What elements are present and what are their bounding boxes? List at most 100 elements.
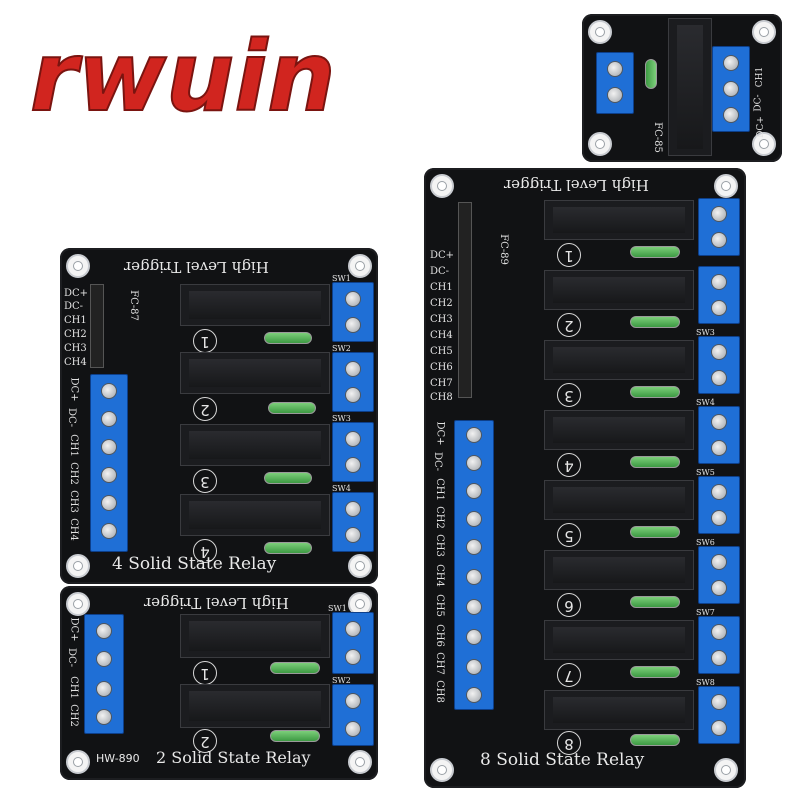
logo-text: rwuin	[30, 21, 336, 128]
terminal-label: CH6	[433, 624, 445, 647]
pin-header	[90, 284, 104, 368]
pin-label: DC+	[755, 116, 766, 138]
pin-label: CH2	[430, 298, 453, 309]
output-terminal-2	[332, 352, 374, 412]
fuse	[264, 542, 312, 554]
relay-2: 2	[180, 684, 330, 753]
output-terminal-7	[698, 616, 740, 674]
terminal-label: CH1	[67, 676, 79, 699]
switch-label: SW1	[332, 274, 351, 283]
one-channel-relay-board: FC-85 DC+ DC- CH1	[582, 14, 782, 162]
terminal-label: CH8	[433, 680, 445, 703]
fuse	[630, 316, 680, 328]
output-terminal-2	[332, 684, 374, 746]
input-terminal-block	[454, 420, 494, 710]
pin-label: CH8	[430, 392, 453, 403]
mount-hole	[752, 132, 776, 156]
terminal-label: DC-	[432, 451, 444, 472]
switch-label: SW2	[332, 676, 351, 685]
switch-label: SW3	[332, 414, 351, 423]
terminal-label: CH7	[433, 652, 445, 675]
pin-label: CH7	[430, 378, 453, 389]
terminal-label: DC+	[434, 421, 446, 446]
terminal-label: CH5	[433, 594, 445, 617]
fuse	[264, 472, 312, 484]
switch-label: SW4	[332, 484, 351, 493]
relay-1: 1	[180, 284, 330, 353]
four-channel-relay-board: High Level Trigger DC+ DC- CH1 CH2 CH3 C…	[60, 248, 378, 584]
output-terminal-8	[698, 686, 740, 744]
switch-label: SW1	[328, 604, 347, 613]
output-terminal-3	[698, 336, 740, 394]
relay-7: 7	[544, 620, 694, 687]
pin-header	[458, 202, 472, 398]
relay-1: 1	[544, 200, 694, 267]
output-terminal-5	[698, 476, 740, 534]
pin-label: DC-	[64, 301, 84, 312]
pin-label: CH5	[430, 346, 453, 357]
eight-channel-relay-board: High Level Trigger DC+ DC- CH1 CH2 CH3 C…	[424, 168, 746, 788]
model-label: FC-87	[127, 290, 139, 321]
pin-label: CH1	[430, 282, 453, 293]
model-label: FC-85	[651, 122, 663, 153]
switch-label: SW2	[332, 344, 351, 353]
trigger-label: High Level Trigger	[144, 594, 289, 612]
output-terminal-1	[332, 282, 374, 342]
mount-hole	[588, 132, 612, 156]
trigger-label: High Level Trigger	[124, 258, 269, 276]
fuse	[268, 402, 316, 414]
input-terminal-block	[84, 614, 124, 734]
switch-label: SW7	[696, 608, 715, 617]
output-terminal-6	[698, 546, 740, 604]
fuse	[630, 734, 680, 746]
switch-label: SW8	[696, 678, 715, 687]
output-terminal-4	[332, 492, 374, 552]
fuse	[270, 662, 320, 674]
terminal-label: CH2	[67, 704, 79, 727]
fuse	[630, 386, 680, 398]
relay-1: 1	[180, 614, 330, 685]
pin-label: CH6	[430, 362, 453, 373]
pin-label: DC+	[430, 250, 455, 261]
terminal-label: CH1	[67, 434, 79, 457]
pin-label: CH2	[64, 329, 87, 340]
output-terminal-3	[332, 422, 374, 482]
terminal-label: CH2	[67, 462, 79, 485]
pin-label: DC-	[753, 94, 764, 112]
terminal-label: DC-	[66, 407, 78, 428]
board-title: 4 Solid State Relay	[112, 554, 277, 574]
switch-label: SW3	[696, 328, 715, 337]
terminal-label: CH4	[67, 518, 79, 541]
relay-5: 5	[544, 480, 694, 547]
terminal-label: CH2	[433, 506, 445, 529]
fuse	[645, 59, 657, 89]
terminal-label: DC+	[68, 377, 80, 402]
switch-label: SW4	[696, 398, 715, 407]
board-title: 2 Solid State Relay	[156, 748, 311, 767]
switch-label: SW6	[696, 538, 715, 547]
terminal-label: CH3	[433, 534, 445, 557]
board-title: 8 Solid State Relay	[480, 750, 645, 770]
pin-label: CH4	[64, 357, 87, 368]
output-terminal-1	[332, 612, 374, 674]
pin-label: CH1	[755, 66, 766, 88]
output-terminal-4	[698, 406, 740, 464]
relay-2: 2	[180, 352, 330, 421]
terminal-label: CH3	[67, 490, 79, 513]
board-model: HW-890	[96, 752, 140, 765]
pin-label: CH3	[430, 314, 453, 325]
terminal-label: DC-	[66, 647, 78, 668]
relay-2: 2	[544, 270, 694, 337]
relay-6: 6	[544, 550, 694, 617]
fuse	[630, 246, 680, 258]
relay-module	[668, 18, 712, 156]
terminal-block	[712, 46, 750, 132]
pin-label: DC+	[64, 288, 89, 299]
fuse	[630, 456, 680, 468]
terminal-label: CH1	[433, 478, 445, 501]
relay-4: 4	[544, 410, 694, 477]
input-terminal-block	[90, 374, 128, 552]
pin-label: CH1	[64, 315, 87, 326]
fuse	[630, 526, 680, 538]
model-label: FC-89	[497, 234, 509, 265]
